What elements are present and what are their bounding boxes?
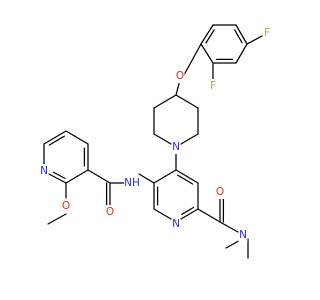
bond-lines: [43, 24, 263, 259]
piperidine-bond: [153, 94, 177, 109]
fluorine-atom: F: [210, 80, 216, 92]
oxygen-atom-background: [105, 205, 115, 219]
pyridine-bond-inner: [181, 206, 195, 215]
nitrogen-atom-background: [171, 140, 181, 154]
phenyl-bond: [200, 43, 214, 64]
oxygen-atom: O: [176, 70, 184, 82]
amide-nh-background: [124, 176, 140, 190]
fluorine-atom: F: [264, 27, 270, 39]
nitrogen-atom: N: [40, 165, 48, 177]
c-c-bond: [197, 208, 221, 223]
phenyl-bond-inner: [234, 29, 243, 44]
atom-labels: F F O N NH O N O N O N: [39, 26, 272, 242]
phenyl-bond: [200, 24, 214, 45]
fluorine-atom-background: [208, 79, 218, 93]
amide-nh: NH: [124, 177, 140, 189]
pyridine-bond: [180, 208, 199, 220]
piperidine-bond: [175, 94, 199, 109]
pyridine-bond: [153, 208, 172, 220]
pyridine-bond: [65, 130, 89, 145]
phenyl-bond: [235, 43, 248, 64]
oxygen-atom: O: [106, 206, 114, 218]
oxygen-atom-background: [215, 185, 225, 199]
nitrogen-atom-background: [171, 217, 181, 231]
nitrogen-atom: N: [172, 218, 180, 230]
c-f-bond: [246, 35, 263, 45]
amide-c-n-bond: [219, 221, 239, 233]
oxygen-atom-background: [61, 199, 71, 213]
piperidine-bond: [153, 133, 172, 145]
oxygen-atom: O: [62, 200, 70, 212]
pyridine-bond-inner: [48, 135, 65, 146]
chemical-structure: F F O N NH O N O N O N: [39, 24, 272, 259]
pyridine-bond-inner: [177, 174, 194, 185]
c-o-bond: [183, 43, 202, 76]
nitrogen-atom: N: [239, 229, 247, 241]
pyridine-bond: [153, 169, 177, 184]
c-n-bond: [138, 173, 155, 184]
c-c-bond: [87, 169, 111, 184]
nitrogen-atom-background: [39, 164, 49, 178]
o-methyl-bond: [47, 213, 67, 225]
oxygen-atom: O: [216, 186, 224, 198]
phenyl-bond: [235, 24, 248, 45]
piperidine-bond: [180, 133, 199, 145]
pyridine-bond: [43, 130, 67, 145]
pyridine-bond: [175, 169, 199, 184]
pyridine-bond: [48, 173, 67, 184]
nitrogen-atom: N: [172, 141, 180, 153]
oxygen-atom-background: [175, 69, 185, 83]
fluorine-atom-background: [262, 26, 272, 40]
pyridine-bond: [65, 169, 89, 184]
pyridine-bond-inner: [52, 171, 66, 180]
nitrogen-atom-background: [238, 228, 248, 242]
phenyl-bond-inner: [205, 29, 215, 44]
